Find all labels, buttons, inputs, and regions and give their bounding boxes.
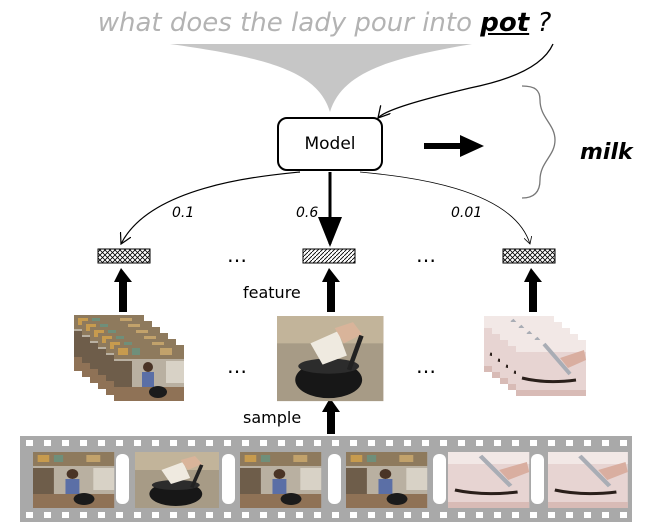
keyword-arrow (378, 43, 554, 118)
ellipsis-feature-right: … (416, 243, 438, 267)
output-arrow (424, 135, 484, 157)
feature-box-right (502, 248, 556, 264)
sample-label: sample (243, 408, 302, 427)
question-keyword: pot (480, 8, 530, 38)
question-text: what does the lady pour into pot ? (0, 8, 649, 38)
ellipsis-frame-right: … (416, 354, 438, 378)
weight-left: 0.1 (172, 205, 195, 221)
frame-stack-left (74, 315, 184, 401)
feature-box-center (302, 248, 356, 264)
film-strip (20, 436, 632, 522)
weight-center: 0.6 (296, 205, 319, 221)
ellipsis-feature-left: … (227, 243, 249, 267)
feature-arrows (114, 268, 542, 434)
question-funnel (170, 44, 472, 112)
sample-arrow (322, 398, 340, 434)
ellipsis-frame-left: … (227, 354, 249, 378)
feature-label: feature (243, 283, 301, 302)
frame-center (277, 316, 384, 402)
answer-distribution (521, 85, 556, 199)
attention-arrow-right (359, 171, 530, 244)
attention-arrow-left (121, 171, 301, 244)
weight-right: 0.01 (451, 205, 483, 221)
question-prefix: what does the lady pour into (97, 8, 472, 38)
frame-stack-right (482, 314, 588, 398)
answer-label: milk (580, 140, 633, 165)
model-box: Model (277, 117, 383, 171)
feature-box-left (97, 248, 151, 264)
question-mark: ? (537, 8, 552, 38)
